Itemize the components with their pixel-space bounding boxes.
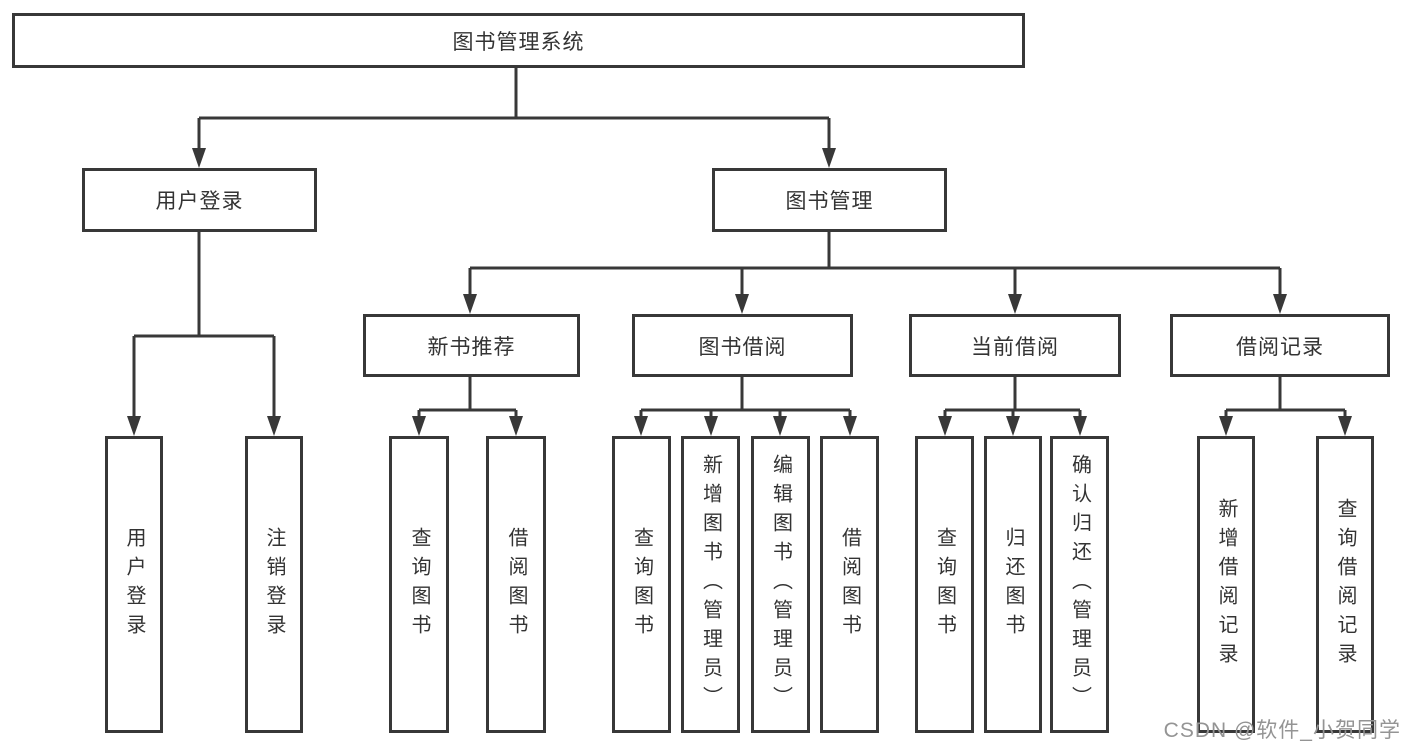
leaf-add-books-admin: 新增图书（管理员）	[681, 436, 740, 733]
node-root-library-management-system: 图书管理系统	[12, 13, 1025, 68]
node-book-borrowing: 图书借阅	[632, 314, 853, 377]
leaf-confirm-return-admin: 确认归还（管理员）	[1050, 436, 1109, 733]
node-current-borrowing: 当前借阅	[909, 314, 1121, 377]
leaf-query-books-borrow: 查询图书	[612, 436, 671, 733]
node-borrowing-records: 借阅记录	[1170, 314, 1390, 377]
node-user-login: 用户登录	[82, 168, 317, 232]
leaf-return-books: 归还图书	[984, 436, 1042, 733]
csdn-watermark: CSDN @软件_小贺同学	[1163, 719, 1401, 742]
leaf-user-login: 用户登录	[105, 436, 163, 733]
leaf-query-books-recommend: 查询图书	[389, 436, 449, 733]
leaf-query-borrow-record: 查询借阅记录	[1316, 436, 1374, 733]
node-book-management: 图书管理	[712, 168, 947, 232]
leaf-logout: 注销登录	[245, 436, 303, 733]
leaf-query-books-current: 查询图书	[915, 436, 974, 733]
leaf-add-borrow-record: 新增借阅记录	[1197, 436, 1255, 733]
leaf-borrow-books: 借阅图书	[820, 436, 879, 733]
node-new-book-recommendation: 新书推荐	[363, 314, 580, 377]
leaf-edit-books-admin: 编辑图书（管理员）	[751, 436, 810, 733]
leaf-borrow-books-recommend: 借阅图书	[486, 436, 546, 733]
